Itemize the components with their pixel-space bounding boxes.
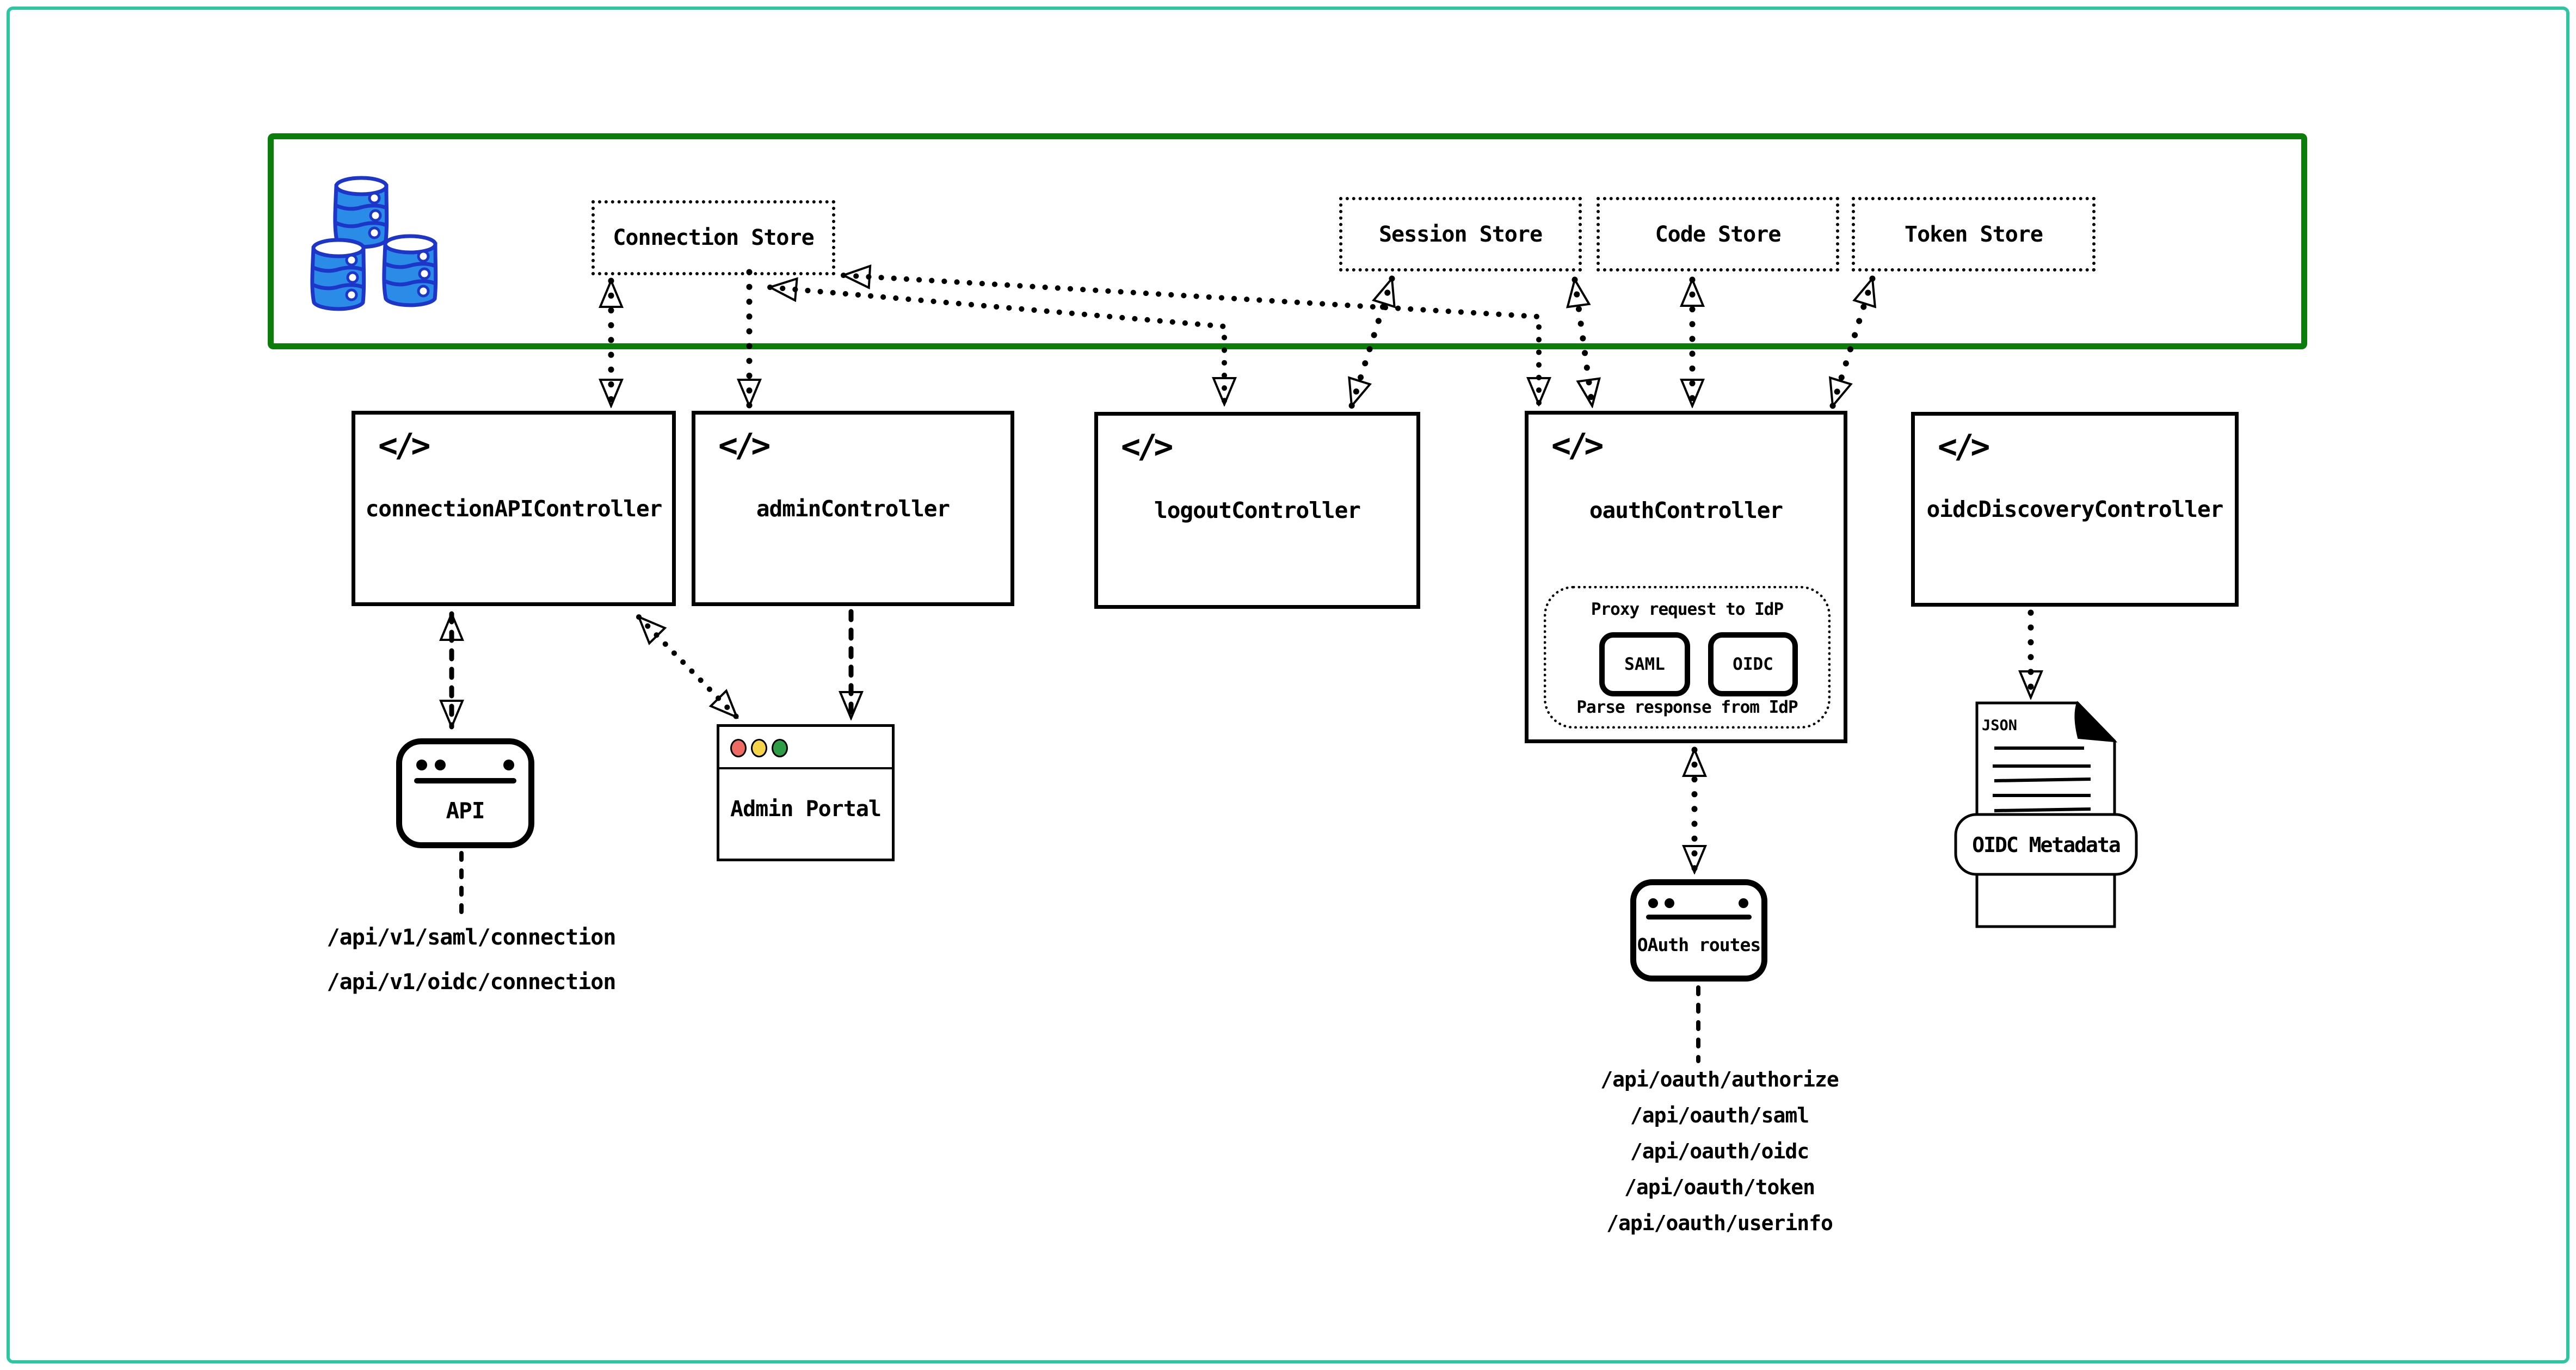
api-client-window: API: [396, 738, 534, 848]
controller-oidc-discovery: </> oidcDiscoveryController: [1911, 412, 2239, 607]
browser-dot-icon: [1648, 898, 1658, 908]
code-icon: </>: [1938, 428, 1990, 466]
store-connection: Connection Store: [591, 200, 835, 275]
code-icon: </>: [1121, 428, 1173, 466]
code-icon: </>: [378, 427, 430, 465]
controller-logout: </> logoutController: [1094, 412, 1420, 609]
oidc-chip-label: OIDC: [1733, 655, 1773, 674]
controller-admin-label: adminController: [756, 495, 950, 522]
browser-dot-icon: [1665, 898, 1674, 908]
outer-frame: [7, 7, 2569, 1363]
database-icon: [310, 176, 438, 311]
endpoint-oauth-4: /api/oauth/userinfo: [1606, 1211, 1833, 1235]
oidc-metadata-banner: OIDC Metadata: [1972, 833, 2120, 857]
store-token: Token Store: [1852, 197, 2096, 271]
api-client-label: API: [446, 798, 485, 824]
store-connection-label: Connection Store: [613, 225, 814, 250]
controller-oauth: </> oauthController Proxy request to IdP…: [1525, 411, 1847, 743]
controller-logout-label: logoutController: [1154, 497, 1361, 523]
oauth-routes-window: OAuth routes: [1630, 879, 1767, 982]
oidc-metadata-document: JSON OIDC Metadata: [1954, 701, 2138, 928]
saml-chip-label: SAML: [1624, 655, 1665, 674]
code-icon: </>: [1551, 427, 1604, 465]
traffic-light-red-icon: [730, 739, 747, 757]
controller-admin: </> adminController: [692, 411, 1014, 606]
json-file-type-label: JSON: [1982, 717, 2017, 734]
controller-oauth-label: oauthController: [1589, 497, 1783, 523]
traffic-light-green-icon: [772, 739, 788, 757]
endpoint-oauth-3: /api/oauth/token: [1624, 1175, 1815, 1199]
oauth-routes-label: OAuth routes: [1637, 934, 1761, 955]
browser-dot-icon: [503, 760, 514, 770]
endpoint-connection-api-0: /api/v1/saml/connection: [326, 925, 617, 950]
oidc-chip: OIDC: [1708, 632, 1798, 696]
store-session-label: Session Store: [1378, 221, 1543, 247]
browser-dot-icon: [416, 760, 427, 770]
doc-ribbon: [1954, 813, 2138, 876]
store-code: Code Store: [1597, 197, 1839, 271]
admin-portal-window: Admin Portal: [717, 724, 895, 861]
browser-bar-icon: [414, 778, 516, 783]
endpoint-connection-api-1: /api/v1/oidc/connection: [326, 970, 617, 995]
store-code-label: Code Store: [1655, 221, 1782, 247]
store-token-label: Token Store: [1905, 221, 2043, 247]
browser-bar-icon: [1646, 915, 1752, 919]
code-icon: </>: [718, 427, 771, 465]
endpoint-oauth-1: /api/oauth/saml: [1630, 1103, 1809, 1127]
controller-connection-api-label: connectionAPIController: [365, 495, 663, 522]
portal-titlebar: [719, 727, 892, 769]
parse-response-note: Parse response from IdP: [1576, 698, 1798, 717]
browser-dot-icon: [435, 760, 446, 770]
proxy-request-note: Proxy request to IdP: [1591, 600, 1784, 619]
saml-chip: SAML: [1599, 632, 1690, 696]
store-session: Session Store: [1339, 197, 1582, 271]
endpoint-oauth-2: /api/oauth/oidc: [1630, 1139, 1809, 1163]
endpoint-oauth-0: /api/oauth/authorize: [1600, 1067, 1839, 1091]
controller-connection-api: </> connectionAPIController: [352, 411, 676, 606]
idp-proxy-box: Proxy request to IdP SAML OIDC Parse res…: [1544, 586, 1831, 729]
browser-dot-icon: [1739, 898, 1748, 908]
admin-portal-label: Admin Portal: [730, 797, 882, 822]
controller-oidc-discovery-label: oidcDiscoveryController: [1926, 496, 2224, 522]
traffic-light-yellow-icon: [751, 739, 767, 757]
